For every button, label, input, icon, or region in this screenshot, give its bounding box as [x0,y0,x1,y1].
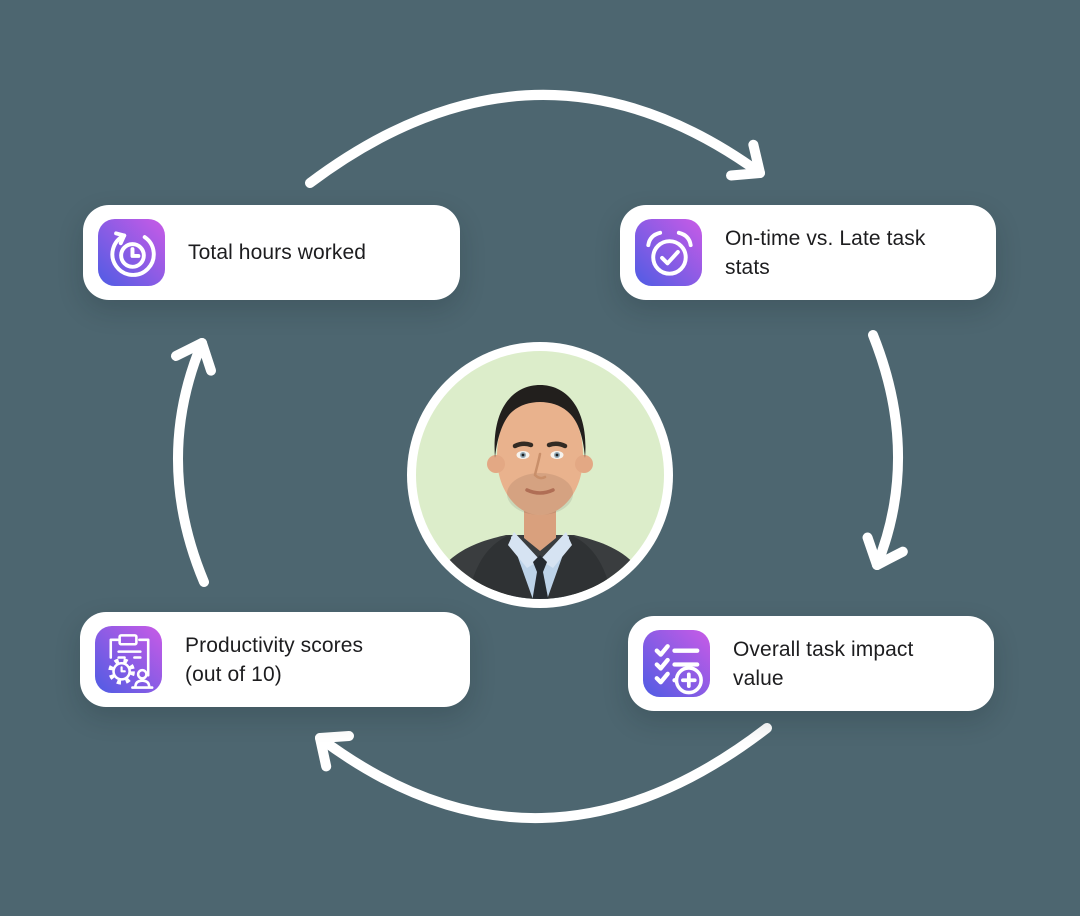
label-line: Total hours worked [188,241,367,264]
checklist-plus-icon [643,630,710,697]
arrow-top [305,89,765,188]
label-line: (out of 10) [185,662,282,686]
label-line: Productivity scores [185,633,364,657]
card-label-productivity: Productivity scores (out of 10) [185,631,363,689]
card-total-hours-worked: Total hours worked [83,205,460,300]
arrow-bottom [315,723,772,824]
label-line: Overall task impact [733,637,914,661]
card-label-total-hours: Total hours worked [188,238,366,267]
label-line: On-time vs. Late task [725,226,926,250]
card-label-task-impact: Overall task impact value [733,635,913,693]
history-clock-icon [98,219,165,286]
card-on-time-late-stats: On-time vs. Late task stats [620,205,996,300]
card-label-on-time: On-time vs. Late task stats [725,224,926,282]
card-overall-task-impact: Overall task impact value [628,616,994,711]
alarm-check-icon [635,219,702,286]
arrow-left [170,338,217,587]
label-line: value [733,666,784,690]
label-line: stats [725,255,770,279]
productivity-gear-icon [95,626,162,693]
center-avatar-photo [407,342,673,608]
card-productivity-scores: Productivity scores (out of 10) [80,612,470,707]
arrow-right [862,330,908,570]
